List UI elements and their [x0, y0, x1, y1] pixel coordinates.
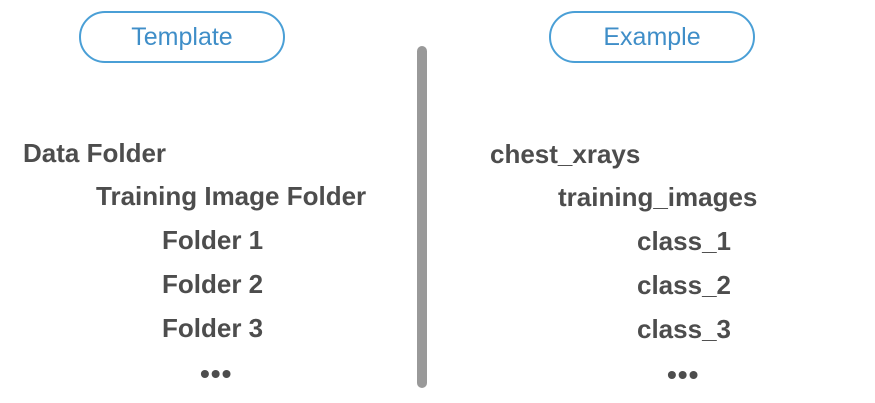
example-subfolder-3: class_3 [637, 314, 731, 344]
example-training-folder: training_images [558, 182, 758, 212]
example-heading-pill: Example [549, 11, 755, 63]
example-subfolder-2: class_2 [637, 270, 731, 300]
template-heading-pill: Template [79, 11, 285, 63]
template-subfolder-1: Folder 1 [162, 225, 264, 255]
example-ellipsis: ••• [667, 359, 700, 390]
template-heading-label: Template [131, 22, 233, 51]
example-subfolder-1: class_1 [637, 226, 731, 256]
template-subfolder-3: Folder 3 [162, 313, 264, 343]
template-ellipsis: ••• [200, 358, 233, 389]
example-heading-label: Example [603, 22, 701, 51]
template-root-folder: Data Folder [23, 138, 167, 168]
template-subfolder-2: Folder 2 [162, 269, 264, 299]
example-root-folder: chest_xrays [490, 139, 641, 169]
vertical-divider [417, 46, 427, 388]
template-training-folder: Training Image Folder [96, 181, 367, 211]
